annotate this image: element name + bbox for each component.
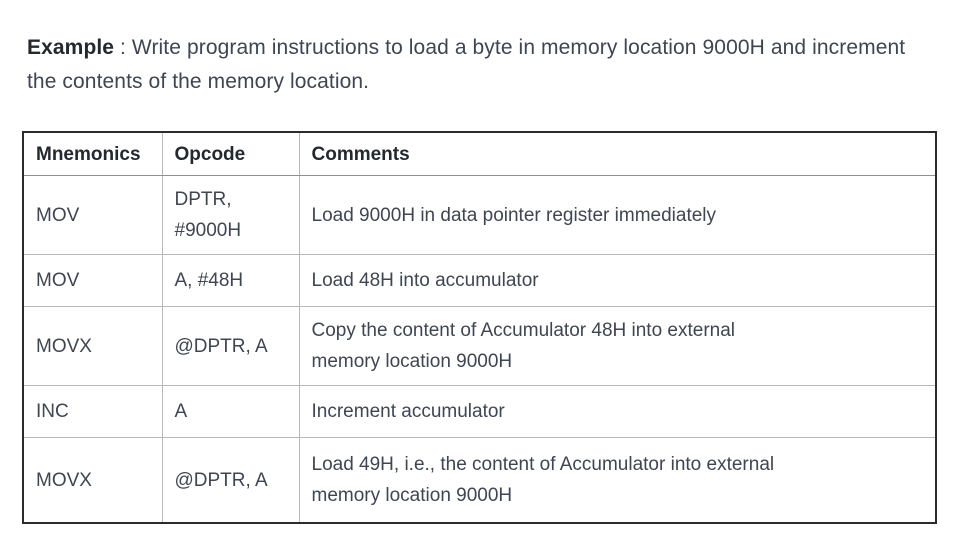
instruction-table-container: Mnemonics Opcode Comments MOV DPTR, #900… bbox=[22, 131, 937, 524]
cell-opcode: @DPTR, A bbox=[162, 437, 300, 523]
table-row: MOVX @DPTR, A Load 49H, i.e., the conten… bbox=[23, 437, 936, 524]
column-header-opcode: Opcode bbox=[162, 132, 300, 176]
example-label: Example bbox=[27, 36, 115, 59]
column-header-mnemonics: Mnemonics bbox=[23, 132, 163, 176]
table-row: MOVX @DPTR, A Copy the content of Accumu… bbox=[23, 306, 936, 386]
cell-comment-line-2: memory location 9000H bbox=[311, 351, 513, 372]
example-separator: : bbox=[114, 36, 132, 59]
cell-opcode: DPTR, #9000H bbox=[162, 175, 300, 255]
cell-mnemonic: MOVX bbox=[23, 437, 163, 523]
example-question: Example : Write program instructions to … bbox=[27, 31, 917, 99]
cell-opcode-line-1: DPTR, bbox=[174, 189, 232, 210]
cell-mnemonic: MOV bbox=[23, 175, 163, 255]
table-row: MOV DPTR, #9000H Load 9000H in data poin… bbox=[23, 175, 936, 255]
table-body: MOV DPTR, #9000H Load 9000H in data poin… bbox=[23, 175, 936, 524]
cell-comment: Increment accumulator bbox=[299, 385, 936, 438]
cell-comment: Copy the content of Accumulator 48H into… bbox=[299, 306, 936, 386]
cell-comment: Load 9000H in data pointer register imme… bbox=[299, 175, 936, 255]
table-header-row: Mnemonics Opcode Comments bbox=[23, 132, 936, 176]
table-row: MOV A, #48H Load 48H into accumulator bbox=[23, 254, 936, 307]
cell-comment-line-1: Copy the content of Accumulator 48H into… bbox=[311, 320, 736, 341]
column-header-comments: Comments bbox=[299, 132, 936, 176]
cell-comment: Load 48H into accumulator bbox=[299, 254, 936, 307]
cell-mnemonic: MOV bbox=[23, 254, 163, 307]
instruction-table: Mnemonics Opcode Comments MOV DPTR, #900… bbox=[22, 131, 937, 524]
cell-opcode-line-2: #9000H bbox=[174, 220, 242, 241]
cell-comment: Load 49H, i.e., the content of Accumulat… bbox=[299, 438, 936, 524]
cell-opcode: A, #48H bbox=[162, 254, 300, 307]
cell-mnemonic: INC bbox=[23, 385, 163, 438]
table-row: INC A Increment accumulator bbox=[23, 385, 936, 438]
table-header: Mnemonics Opcode Comments bbox=[23, 132, 936, 176]
cell-comment-line-2: memory location 9000H bbox=[311, 485, 513, 506]
cell-mnemonic: MOVX bbox=[23, 306, 163, 386]
cell-opcode: @DPTR, A bbox=[162, 306, 300, 386]
example-question-text: Write program instructions to load a byt… bbox=[27, 36, 906, 93]
cell-comment-line-1: Load 49H, i.e., the content of Accumulat… bbox=[311, 454, 775, 475]
cell-opcode: A bbox=[162, 385, 300, 438]
